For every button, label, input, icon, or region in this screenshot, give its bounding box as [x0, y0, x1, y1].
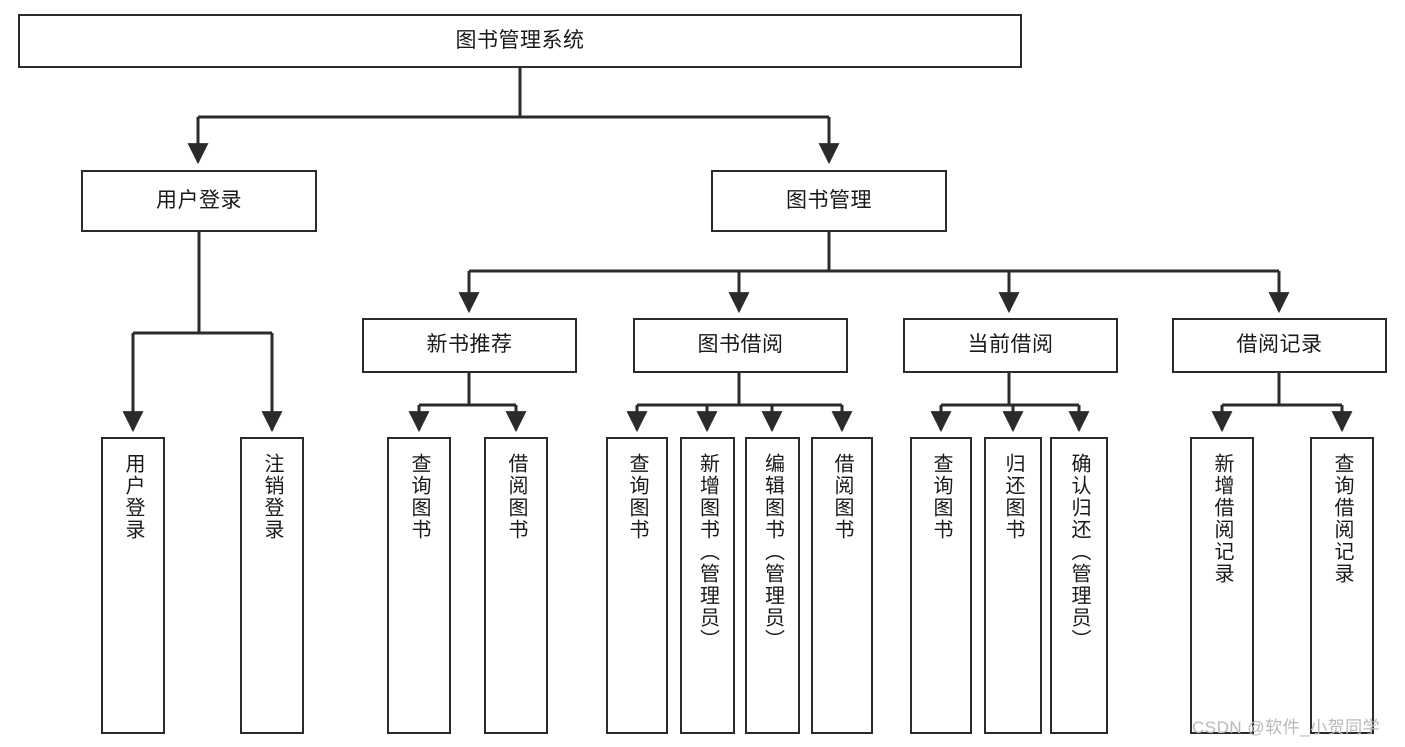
leaf-add-borrow-record[interactable]: 新增借阅记录: [1190, 437, 1254, 734]
node-book-borrow-label: 图书借阅: [697, 333, 784, 357]
leaf-return-book[interactable]: 归还图书: [984, 437, 1042, 734]
node-root-label: 图书管理系统: [455, 28, 585, 52]
leaf-confirm-return-admin[interactable]: 确认归还（管理员）: [1050, 437, 1108, 734]
node-root[interactable]: 图书管理系统: [18, 14, 1022, 68]
node-new-book-recommend-label: 新书推荐: [426, 333, 513, 357]
leaf-borrow-book-rec[interactable]: 借阅图书: [484, 437, 548, 734]
node-current-borrow-label: 当前借阅: [967, 333, 1054, 357]
node-borrow-record[interactable]: 借阅记录: [1172, 318, 1387, 373]
node-current-borrow[interactable]: 当前借阅: [903, 318, 1118, 373]
leaf-query-book-bb-label: 查询图书: [626, 453, 648, 541]
leaf-add-book-admin-label: 新增图书（管理员）: [696, 453, 719, 651]
leaf-add-book-admin[interactable]: 新增图书（管理员）: [680, 437, 735, 734]
leaf-borrow-book-bb[interactable]: 借阅图书: [811, 437, 873, 734]
node-user-login[interactable]: 用户登录: [81, 170, 317, 232]
leaf-edit-book-admin[interactable]: 编辑图书（管理员）: [745, 437, 800, 734]
leaf-add-borrow-record-label: 新增借阅记录: [1211, 453, 1233, 585]
node-book-management[interactable]: 图书管理: [711, 170, 947, 232]
leaf-logout[interactable]: 注销登录: [240, 437, 304, 734]
node-borrow-record-label: 借阅记录: [1236, 333, 1323, 357]
node-new-book-recommend[interactable]: 新书推荐: [362, 318, 577, 373]
leaf-query-book-cb[interactable]: 查询图书: [910, 437, 972, 734]
leaf-query-book-cb-label: 查询图书: [930, 453, 952, 541]
leaf-return-book-label: 归还图书: [1002, 453, 1024, 541]
leaf-edit-book-admin-label: 编辑图书（管理员）: [761, 453, 784, 651]
leaf-query-book-bb[interactable]: 查询图书: [606, 437, 668, 734]
leaf-query-book-rec-label: 查询图书: [408, 453, 430, 541]
leaf-confirm-return-admin-label: 确认归还（管理员）: [1068, 453, 1090, 651]
leaf-user-login[interactable]: 用户登录: [101, 437, 165, 734]
node-book-borrow[interactable]: 图书借阅: [633, 318, 848, 373]
leaf-borrow-book-bb-label: 借阅图书: [831, 453, 853, 541]
leaf-query-borrow-record[interactable]: 查询借阅记录: [1310, 437, 1374, 734]
node-book-management-label: 图书管理: [786, 188, 872, 212]
csdn-watermark: CSDN @软件_小贺同学: [1192, 718, 1381, 737]
leaf-query-borrow-record-label: 查询借阅记录: [1331, 453, 1353, 585]
leaf-user-login-label: 用户登录: [122, 453, 144, 541]
node-user-login-label: 用户登录: [156, 188, 242, 212]
leaf-logout-label: 注销登录: [261, 453, 283, 541]
leaf-query-book-rec[interactable]: 查询图书: [387, 437, 451, 734]
leaf-borrow-book-rec-label: 借阅图书: [505, 453, 527, 541]
